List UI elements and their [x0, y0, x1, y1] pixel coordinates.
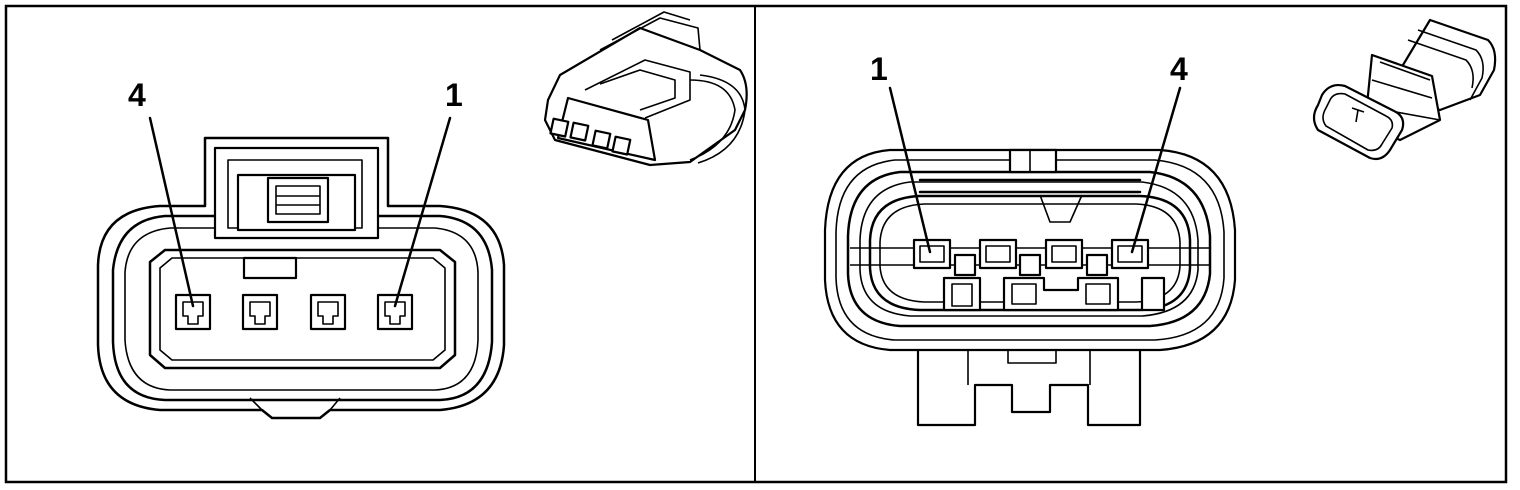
female-pin-4 — [174, 293, 212, 331]
male-pin-2 — [978, 238, 1018, 270]
female-cavity — [148, 248, 457, 370]
male-connector-shell — [823, 148, 1237, 352]
leader-line-pin-4 — [1130, 86, 1182, 254]
male-pin-3 — [1044, 238, 1084, 270]
female-pin-3 — [241, 293, 279, 331]
pin-label-1: 1 — [870, 51, 888, 87]
male-pin-4 — [1110, 238, 1150, 270]
female-pin-2 — [309, 293, 347, 331]
leader-line-pin-4 — [148, 116, 195, 308]
male-pin-1 — [912, 238, 952, 270]
right-panel: 1 4 — [823, 18, 1497, 427]
male-bottom-latch — [916, 328, 1142, 427]
female-pin-row — [174, 293, 414, 331]
pin-label-4: 4 — [128, 77, 146, 113]
pin-label-1: 1 — [445, 77, 463, 113]
male-pin-row — [912, 238, 1150, 270]
left-panel: 4 1 — [96, 11, 748, 420]
leader-line-pin-1 — [393, 116, 452, 308]
female-pin-1 — [376, 293, 414, 331]
female-connector-shell — [96, 136, 506, 420]
pin-label-4: 4 — [1170, 51, 1188, 87]
female-connector-thumbnail — [543, 11, 748, 167]
male-connector-thumbnail — [1312, 18, 1497, 161]
leader-line-pin-1 — [888, 86, 932, 254]
male-terminal-block — [868, 194, 1192, 312]
